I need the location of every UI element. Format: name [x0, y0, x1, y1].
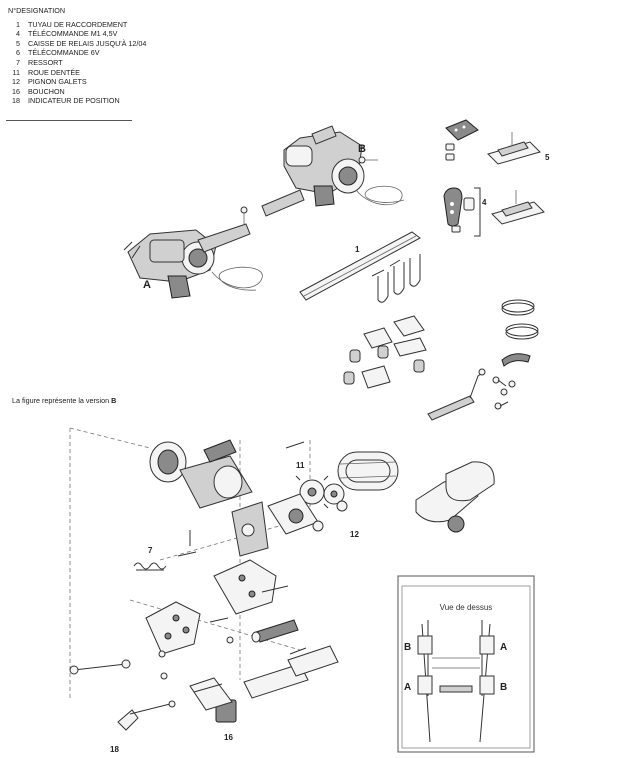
legend-row: 16 BOUCHON	[8, 87, 146, 97]
legend-row: 4 TÉLÉCOMMANDE M1 4,5V	[8, 29, 146, 39]
bolts-lower	[158, 441, 307, 680]
version-note: La figure représente la version B	[12, 396, 116, 405]
mounting-plate-left	[145, 601, 201, 655]
legend-row: 1 TUYAU DE RACCORDEMENT	[8, 20, 146, 30]
legend-row: 11 ROUE DENTÉE	[8, 68, 146, 78]
guide-lines	[69, 427, 311, 700]
legend-number: 4	[16, 29, 20, 39]
inset-label-left-top: B	[404, 642, 411, 653]
mounting-plate-right	[213, 559, 277, 615]
legend-number: 5	[16, 38, 20, 48]
spring	[133, 562, 167, 571]
callout-4: 4	[482, 198, 487, 207]
small-hardware-upper	[492, 376, 516, 410]
callout-7: 7	[148, 546, 153, 555]
legend-divider	[6, 120, 132, 121]
legend-label: CAISSE DE RELAIS JUSQU'À 12/04	[28, 38, 147, 48]
crank-handle	[427, 368, 486, 421]
legend-number: 7	[16, 57, 20, 67]
legend-row: 7 RESSORT	[8, 58, 146, 68]
legend-row: 18 INDICATEUR DE POSITION	[8, 96, 146, 106]
legend-row: 5 CAISSE DE RELAIS JUSQU'À 12/04	[8, 39, 146, 49]
legend-row: 12 PIGNON GALETS	[8, 77, 146, 87]
callout-16: 16	[224, 733, 233, 742]
legend-number: 18	[12, 96, 20, 106]
mounting-bracket-set	[343, 315, 427, 389]
plug-cap	[189, 677, 233, 711]
legend-number: 1	[16, 19, 20, 29]
legend-header: N°DESIGNATION	[8, 6, 66, 15]
legend-number: 6	[16, 48, 20, 58]
cable-coils	[501, 299, 539, 367]
version-note-letter: B	[111, 396, 117, 405]
roller-pinion	[267, 493, 348, 535]
legend-label: TUYAU DE RACCORDEMENT	[28, 19, 128, 29]
sprocket-wheel	[295, 475, 345, 509]
mover-unit-a	[123, 206, 263, 299]
callout-a: A	[143, 279, 151, 291]
legend-number: 11	[12, 67, 20, 77]
inset-label-left-bottom: A	[404, 682, 411, 693]
legend-number: 16	[12, 86, 20, 96]
relay-box-upper	[487, 132, 541, 165]
mover-unit-b	[261, 125, 405, 217]
callout-b: B	[358, 143, 366, 155]
legend-label: TÉLÉCOMMANDE M1 4,5V	[28, 29, 118, 39]
drive-chain	[337, 451, 399, 491]
legend-label: RESSORT	[28, 57, 63, 67]
relay-box-lower	[491, 190, 545, 225]
u-bolt-set	[371, 254, 421, 303]
remote-control-m1	[443, 187, 481, 237]
connecting-tube	[299, 231, 421, 301]
legend-label: TÉLÉCOMMANDE 6V	[28, 48, 100, 58]
legend-label: ROUE DENTÉE	[28, 67, 80, 77]
callout-18: 18	[110, 745, 119, 754]
callout-12: 12	[350, 530, 359, 539]
version-note-text: La figure représente la version	[12, 396, 112, 405]
remote-control-6v	[445, 119, 479, 161]
roller-shaft	[251, 619, 299, 643]
inset-label-right-bottom: B	[500, 682, 507, 693]
belt-guard	[415, 461, 495, 533]
callout-11: 11	[296, 461, 305, 470]
clamp-tube	[215, 645, 339, 723]
legend-number: 12	[12, 77, 20, 87]
position-indicator	[117, 700, 176, 731]
top-view-inset	[397, 575, 535, 753]
motor-assembly	[149, 439, 269, 557]
callout-5: 5	[545, 153, 550, 162]
callout-1: 1	[355, 245, 360, 254]
inset-label-right-top: A	[500, 642, 507, 653]
tie-rod	[69, 659, 131, 675]
legend-label: PIGNON GALETS	[28, 77, 87, 87]
legend-label: INDICATEUR DE POSITION	[28, 96, 120, 106]
legend-label: BOUCHON	[28, 86, 65, 96]
legend-row: 6 TÉLÉCOMMANDE 6V	[8, 48, 146, 58]
inset-title: Vue de dessus	[440, 603, 493, 612]
